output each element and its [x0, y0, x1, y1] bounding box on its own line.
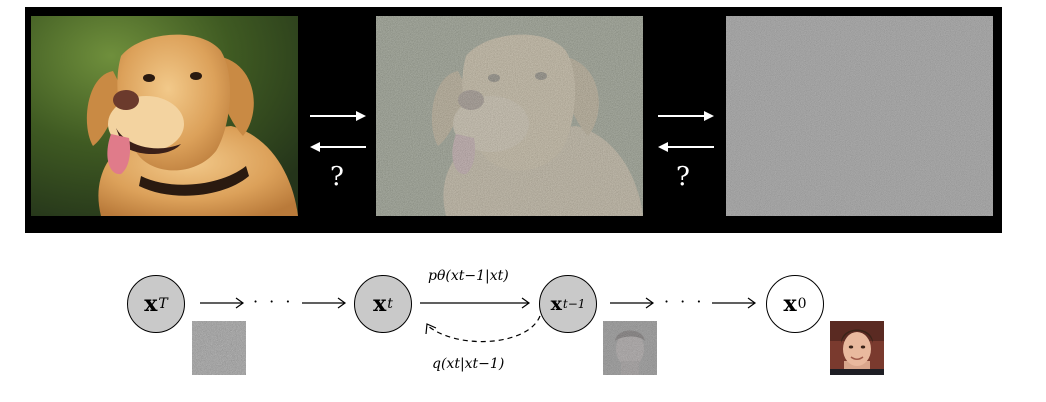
dog-photo — [31, 16, 298, 216]
reverse-arrowhead — [658, 142, 668, 152]
noise-thumbnail — [192, 321, 246, 375]
forward-arrowhead — [356, 111, 366, 121]
forward-process-label: q(xt|xt−1) — [432, 356, 505, 372]
ellipsis-1: · · · — [253, 292, 294, 311]
face-photo-thumbnail — [830, 321, 884, 375]
arrow-t-minus-1-to-dots — [610, 297, 655, 309]
arrow-dots-to-t — [302, 297, 347, 309]
node-x-t-symbol: x — [373, 291, 387, 317]
question-mark-left: ? — [330, 162, 344, 192]
reverse-process-label: pθ(xt−1|xt) — [428, 268, 509, 284]
node-x-t-subscript: t — [387, 296, 393, 312]
noisy-face-thumbnail — [603, 321, 657, 375]
node-x-T-subscript: T — [158, 296, 168, 312]
arrow-T-to-dots — [200, 297, 245, 309]
question-mark-right: ? — [676, 162, 690, 192]
node-x-T-symbol: x — [144, 291, 158, 317]
ellipsis-2: · · · — [664, 292, 705, 311]
transition-arrows-left — [310, 111, 366, 152]
arrow-dots-to-0 — [712, 297, 757, 309]
node-x-0-symbol: x — [783, 291, 797, 317]
node-x-0-subscript: 0 — [797, 296, 807, 312]
node-x-t-minus-1-subscript: t−1 — [562, 297, 586, 311]
noisy-dog-photo — [376, 16, 643, 216]
node-x-t-minus-1-symbol: x — [550, 293, 562, 315]
reverse-arrowhead — [310, 142, 320, 152]
transition-arrows-right — [658, 111, 714, 152]
forward-process-dashed-arrow — [425, 315, 541, 343]
forward-arrowhead — [704, 111, 714, 121]
pure-noise-image — [726, 16, 993, 216]
reverse-process-arrow — [420, 297, 531, 309]
